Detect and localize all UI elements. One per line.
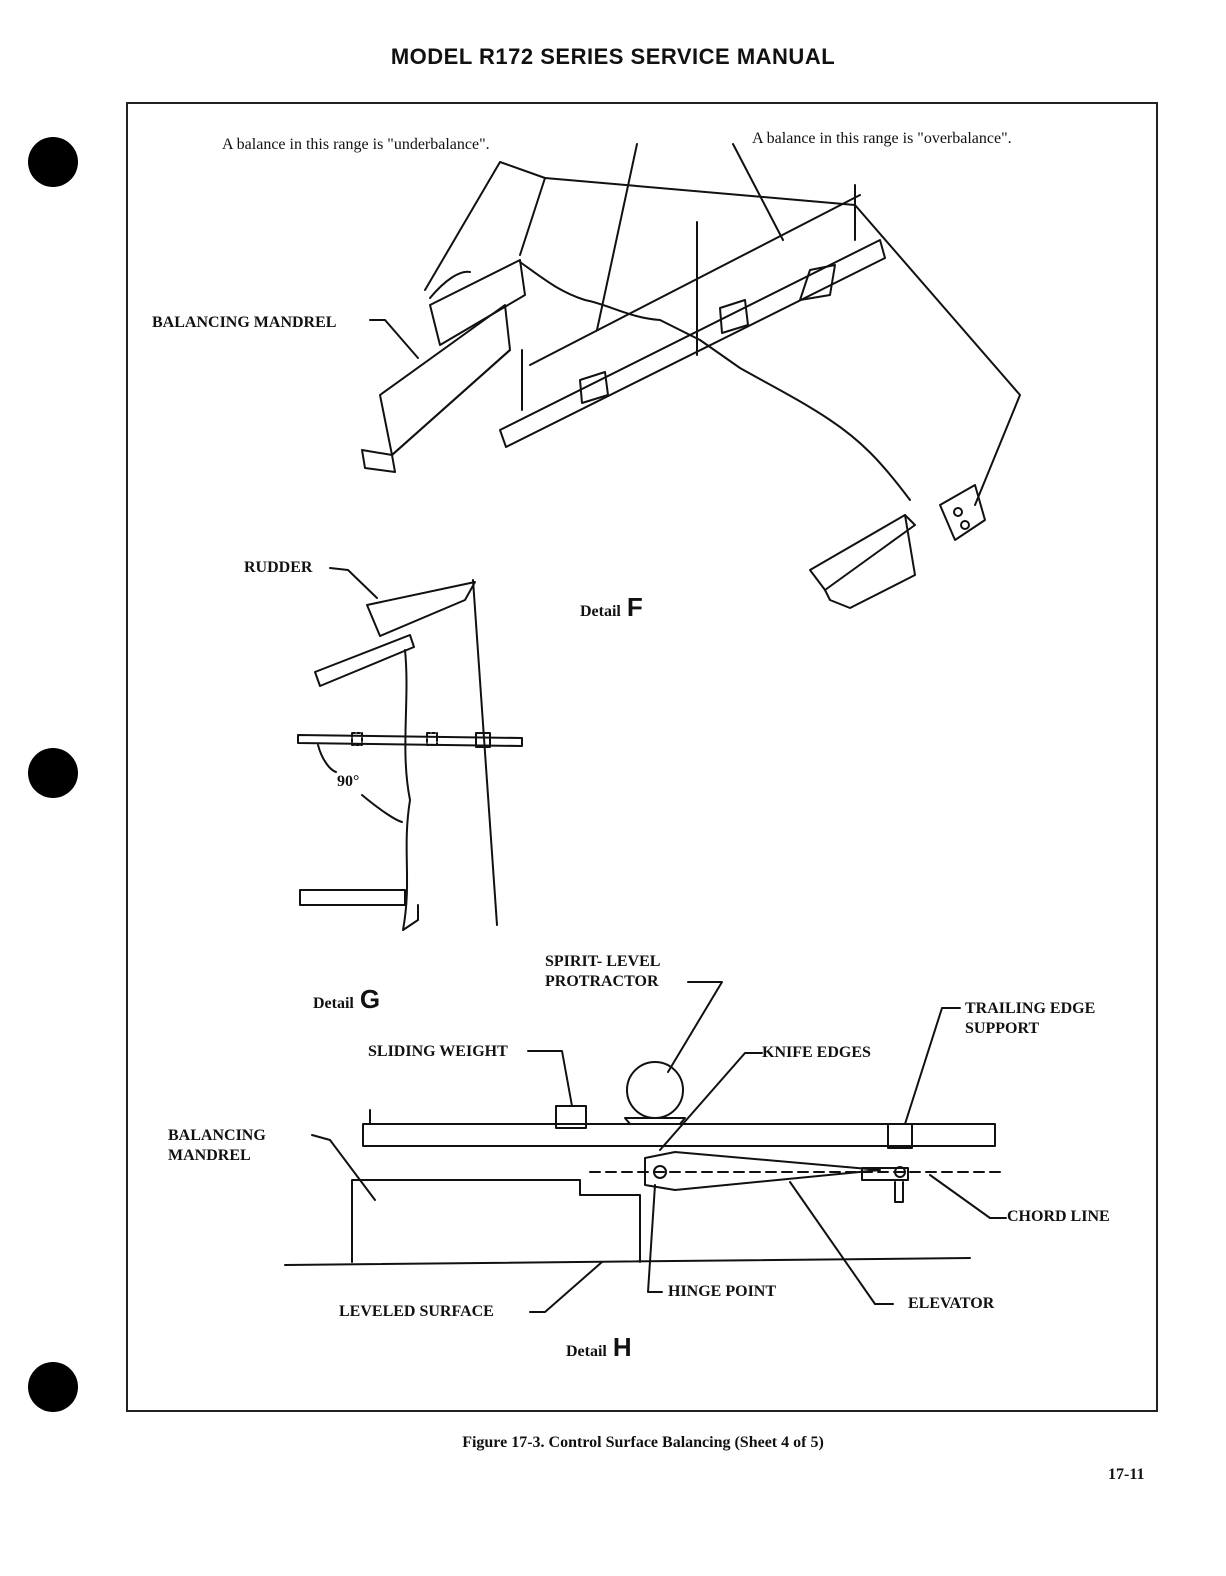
binder-hole-top — [28, 137, 78, 187]
angle-label: 90° — [337, 773, 360, 790]
detail-g-drawing — [297, 567, 523, 931]
balance-bar — [499, 239, 886, 448]
rudder-tip-shape — [366, 581, 476, 637]
tip-shape — [424, 161, 546, 291]
label-line-1: SPIRIT- LEVEL — [545, 953, 661, 970]
label-line-2: PROTRACTOR — [545, 973, 659, 990]
rudder-label: RUDDER — [244, 559, 313, 576]
chord-line-label: CHORD LINE — [1007, 1208, 1110, 1225]
binder-hole-bottom — [28, 1362, 78, 1412]
detail-h-caption: Detail H — [566, 1332, 632, 1363]
underbalance-note: A balance in this range is "underbalance… — [222, 136, 490, 153]
label-line-2: SUPPORT — [965, 1020, 1040, 1037]
detail-h-drawing — [284, 981, 1007, 1313]
leveled-surface-label: LEVELED SURFACE — [339, 1303, 494, 1320]
trailing-edge-support-label: TRAILING EDGE SUPPORT — [965, 999, 1095, 1039]
detail-f-caption: Detail F — [580, 592, 643, 623]
hinge-point-label: HINGE POINT — [668, 1283, 777, 1300]
elevator-label: ELEVATOR — [908, 1295, 995, 1312]
label-line-1: BALANCING — [168, 1127, 266, 1144]
elevator-wedge — [644, 1151, 881, 1191]
sliding-weight-label: SLIDING WEIGHT — [368, 1043, 508, 1060]
protractor-dial — [626, 1061, 684, 1119]
detail-letter: G — [359, 984, 381, 1014]
hinge-line — [519, 261, 911, 501]
figure-caption: Figure 17-3. Control Surface Balancing (… — [462, 1434, 824, 1451]
right-mandrel-shape — [809, 514, 916, 591]
figure-frame — [126, 102, 1158, 1412]
knife-edges-label: KNIFE EDGES — [762, 1044, 871, 1061]
balancing-mandrel-label-h: BALANCING MANDREL — [168, 1126, 266, 1166]
detail-letter: H — [612, 1332, 632, 1362]
detail-g-caption: Detail G — [313, 984, 380, 1015]
detail-word: Detail — [580, 603, 621, 620]
left-mandrel-shape — [429, 259, 526, 346]
label-line-2: MANDREL — [168, 1147, 251, 1164]
overbalance-note: A balance in this range is "overbalance"… — [752, 130, 1012, 147]
detail-letter: F — [626, 592, 643, 622]
spirit-level-protractor-label: SPIRIT- LEVEL PROTRACTOR — [545, 952, 660, 992]
label-line-1: TRAILING EDGE — [965, 1000, 1096, 1017]
detail-f-drawing — [361, 143, 1021, 609]
detail-word: Detail — [313, 995, 354, 1012]
detail-word: Detail — [566, 1343, 607, 1360]
balancing-mandrel-label-f: BALANCING MANDREL — [152, 314, 337, 331]
binder-hole-middle — [28, 748, 78, 798]
mandrel-block-h — [351, 1179, 641, 1263]
page-number: 17-11 — [1108, 1466, 1145, 1483]
page-header-title: MODEL R172 SERIES SERVICE MANUAL — [390, 44, 836, 69]
